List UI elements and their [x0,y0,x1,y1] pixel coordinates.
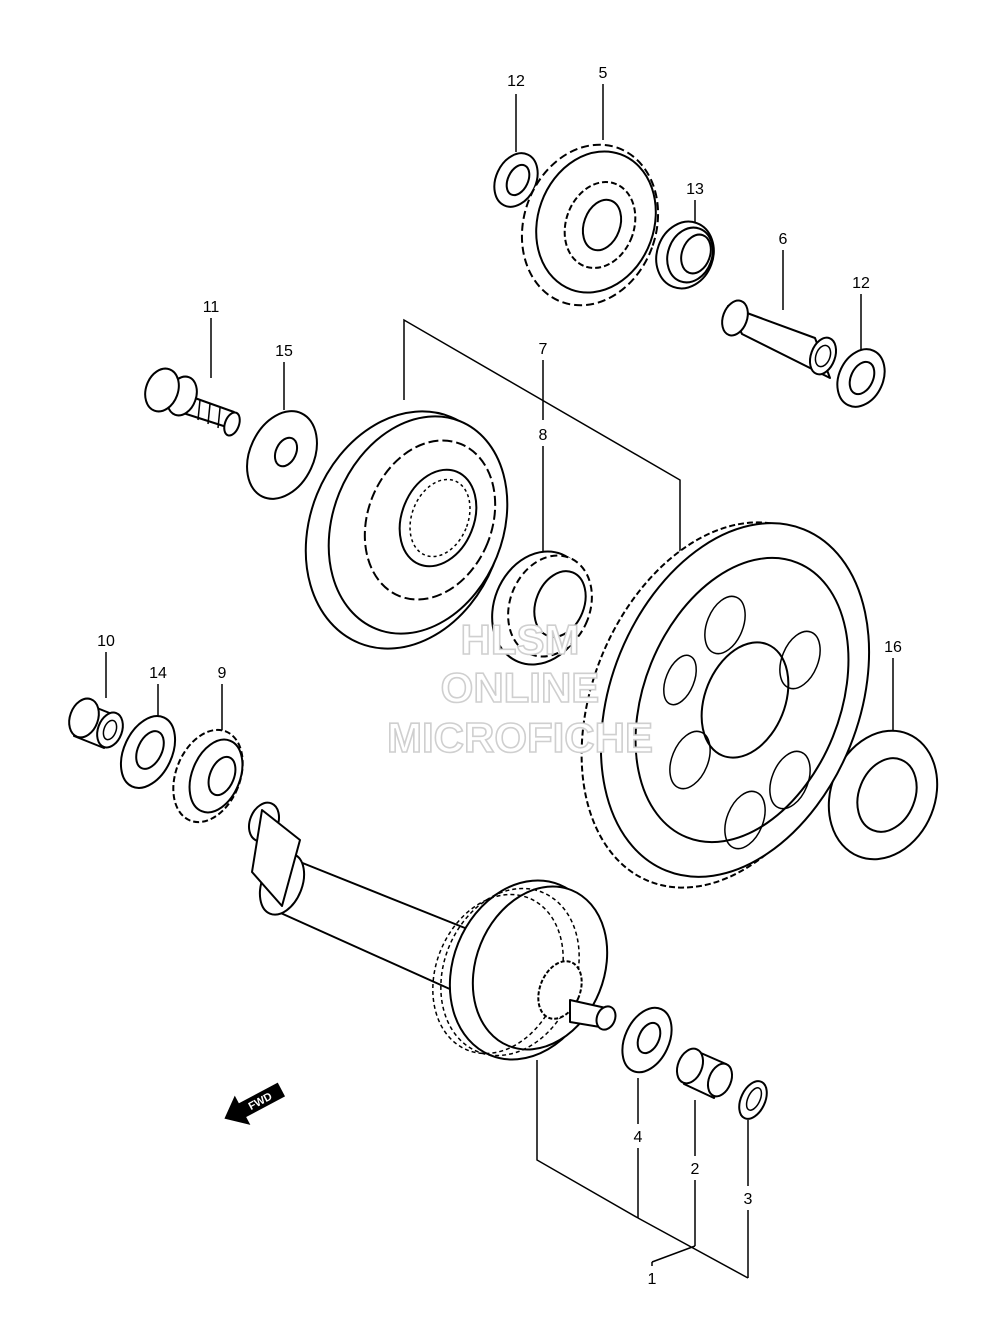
washer-12-top [493,152,539,208]
watermark: HLSM ONLINE MICROFICHE [386,615,654,762]
callout-12-right: 12 [852,275,870,292]
bearing-8 [491,550,593,666]
washer-14 [119,715,177,789]
callout-8: 8 [539,427,548,444]
callout-15: 15 [275,343,293,360]
circlip-3 [738,1080,768,1120]
callout-labels: 12 5 13 6 12 11 15 7 8 10 14 9 16 4 2 3 … [97,65,902,1288]
clutch-shaft-assembly-1 [248,801,617,1061]
washer-15 [246,410,318,500]
callout-5: 5 [599,65,608,82]
callout-16: 16 [884,639,902,656]
pin-6 [721,299,838,379]
callout-12-top: 12 [507,73,525,90]
washer-12-right [836,348,886,408]
callout-1: 1 [648,1271,657,1288]
starter-driven-gear [580,521,871,889]
bolt-11 [144,367,241,437]
callout-11: 11 [203,299,220,316]
callout-4: 4 [634,1129,643,1146]
callout-3: 3 [744,1191,753,1208]
bush-2 [675,1047,734,1099]
callout-9: 9 [218,665,227,682]
callout-10: 10 [97,633,115,650]
callout-2: 2 [691,1161,700,1178]
washer-4 [621,1006,673,1074]
gear-9 [172,728,244,824]
watermark-line-3: MICROFICHE [387,714,653,761]
fwd-label: FWD [247,1091,275,1113]
watermark-line-2: ONLINE [441,664,600,711]
forward-direction-badge: FWD [224,1082,286,1125]
bearing-13 [655,220,715,290]
gear-5 [520,143,660,307]
callout-6: 6 [779,231,788,248]
callout-7: 7 [539,341,548,358]
watermark-line-1: HLSM [461,616,580,663]
leader-lines [105,84,894,1279]
spacer-10 [68,697,124,749]
clutch-housing-7 [304,410,509,650]
callout-13: 13 [686,181,704,198]
callout-14: 14 [149,665,167,682]
